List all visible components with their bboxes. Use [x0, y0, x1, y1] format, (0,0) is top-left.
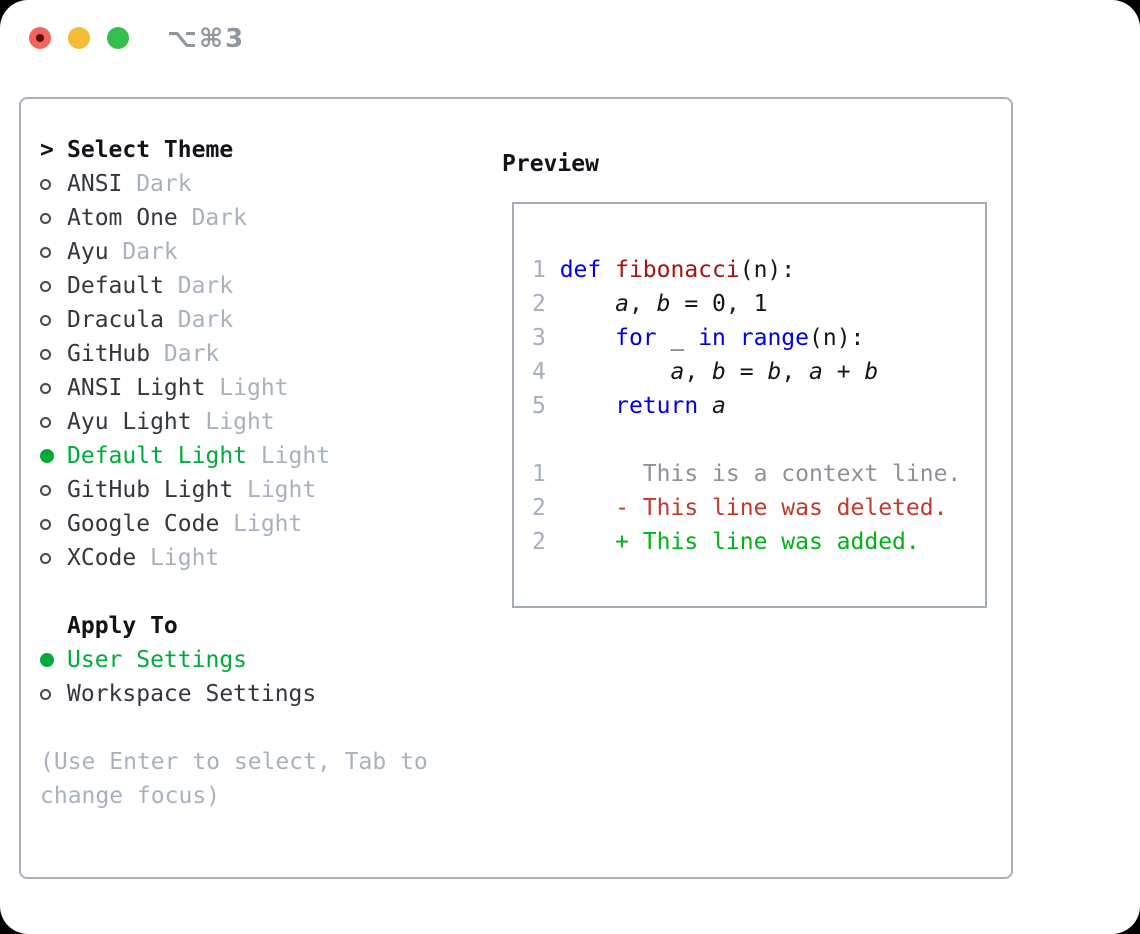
- theme-option-ayu-light[interactable]: Ayu Light Light: [40, 405, 330, 439]
- prompt-icon: >: [40, 137, 54, 163]
- zoom-button-icon[interactable]: [107, 27, 129, 49]
- radio-selected-icon: [40, 653, 54, 667]
- window-title: ⌥⌘3: [167, 24, 246, 54]
- radio-icon: [40, 212, 51, 224]
- theme-option-atom-one-dark[interactable]: Atom One Dark: [40, 201, 330, 235]
- variant-tag: Dark: [136, 171, 192, 197]
- minimize-button-icon[interactable]: [68, 27, 90, 49]
- radio-icon: [40, 688, 51, 700]
- apply-option-workspace-settings[interactable]: Workspace Settings: [40, 677, 316, 711]
- preview-pane: 1 def fibonacci(n): 2 a, b = 0, 1 3 for …: [512, 202, 987, 608]
- variant-tag: Light: [246, 477, 317, 503]
- variant-tag: Light: [150, 545, 220, 571]
- theme-option-dracula-dark[interactable]: Dracula Dark: [40, 303, 330, 337]
- variant-tag: Dark: [122, 239, 178, 265]
- theme-list-header-row: > Select Theme: [40, 133, 330, 167]
- traffic-lights: [29, 27, 129, 49]
- radio-icon: [40, 416, 51, 428]
- radio-icon: [40, 280, 51, 292]
- radio-icon: [40, 484, 51, 496]
- theme-option-default-dark[interactable]: Default Dark: [40, 269, 330, 303]
- theme-option-ayu-dark[interactable]: Ayu Dark: [40, 235, 330, 269]
- theme-option-ansi-light[interactable]: ANSI Light Light: [40, 371, 330, 405]
- main-panel: > Select Theme ANSI Dark Atom One Dark A…: [19, 97, 1013, 879]
- theme-option-github-dark[interactable]: GitHub Dark: [40, 337, 330, 371]
- preview-code: 1 def fibonacci(n): 2 a, b = 0, 1 3 for …: [532, 257, 962, 555]
- radio-icon: [40, 314, 51, 326]
- apply-to-section: Apply To User Settings Workspace Setting…: [40, 609, 316, 711]
- radio-icon: [40, 246, 51, 258]
- variant-tag: Light: [205, 409, 275, 435]
- radio-icon: [40, 348, 51, 360]
- radio-icon: [40, 382, 51, 394]
- radio-icon: [40, 518, 51, 530]
- variant-tag: Dark: [163, 341, 220, 367]
- apply-option-user-settings-selected[interactable]: User Settings: [40, 643, 316, 677]
- variant-tag: Dark: [177, 273, 234, 299]
- theme-option-github-light[interactable]: GitHub Light Light: [40, 473, 330, 507]
- theme-list: > Select Theme ANSI Dark Atom One Dark A…: [40, 133, 330, 575]
- variant-tag: Light: [219, 375, 289, 401]
- variant-tag: Dark: [191, 205, 247, 231]
- variant-tag: Light: [233, 511, 303, 537]
- theme-option-google-code[interactable]: Google Code Light: [40, 507, 330, 541]
- keyboard-hint: (Use Enter to select, Tab to change focu…: [40, 749, 428, 809]
- theme-option-default-light-selected[interactable]: Default Light Light: [40, 439, 330, 473]
- preview-title: Preview: [502, 151, 599, 177]
- radio-icon: [40, 552, 51, 564]
- apply-to-header-row: Apply To: [40, 609, 316, 643]
- radio-icon: [40, 178, 51, 190]
- close-button-icon[interactable]: [29, 27, 51, 49]
- theme-option-xcode[interactable]: XCode Light: [40, 541, 330, 575]
- variant-tag: Light: [260, 443, 331, 469]
- theme-option-ansi-dark[interactable]: ANSI Dark: [40, 167, 330, 201]
- radio-selected-icon: [40, 449, 54, 463]
- theme-list-title: Select Theme: [67, 137, 234, 163]
- apply-to-title: Apply To: [67, 613, 178, 639]
- variant-tag: Dark: [177, 307, 234, 333]
